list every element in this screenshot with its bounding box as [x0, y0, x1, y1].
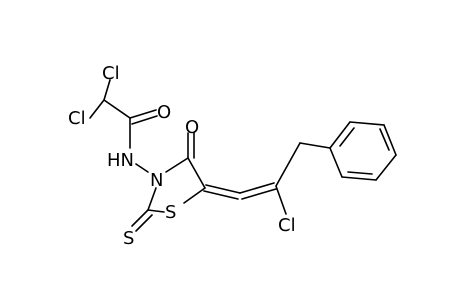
- bond-c2-n: [147, 187, 157, 211]
- bond-c5-ca-2: [203, 190, 239, 200]
- bond-ph-1: [329, 147, 343, 178]
- bond-c4-c5: [187, 157, 206, 189]
- allene-chain: [203, 142, 331, 215]
- bond-ph-3: [375, 154, 397, 181]
- bond-ph-2: [341, 176, 377, 181]
- bond-ca-cb-2: [241, 188, 277, 200]
- bond-n-c4: [165, 157, 189, 173]
- thiazolidinone-ring: [131, 132, 206, 232]
- bond-s1-c2: [147, 209, 165, 213]
- bond-ph-inner-1: [347, 171, 373, 175]
- bond-ca-cb-1: [239, 182, 275, 194]
- atom-label-cl-top: Cl: [102, 63, 120, 84]
- atom-label-n-ring: N: [150, 170, 163, 191]
- phenyl-ring: [329, 121, 397, 181]
- bond-c5-ca-1: [205, 184, 241, 194]
- atom-label-oxygen-ring: O: [185, 117, 199, 138]
- atom-label-sulfur-thione: S: [123, 228, 134, 249]
- bond-cb-ch2: [275, 142, 301, 187]
- bond-ph-inner-3: [339, 127, 355, 147]
- bond-cb-cl: [275, 185, 287, 215]
- bond-ch2-ph: [299, 142, 331, 149]
- bond-ph-5: [349, 121, 385, 126]
- bond-cl-top: [103, 79, 111, 101]
- dichloroacetyl-group: [89, 79, 158, 173]
- atom-label-cl-left: Cl: [68, 108, 86, 129]
- bond-ph-4: [383, 124, 397, 156]
- bond-c2-s-thione-1: [131, 209, 149, 227]
- bond-ph-inner-2: [379, 128, 390, 151]
- bond-chcl2-carbonyl: [103, 99, 131, 119]
- bond-ph-6: [329, 121, 351, 149]
- bond-c5-s1: [183, 187, 206, 204]
- bond-c2-s-thione-2: [135, 214, 153, 232]
- atom-label-nh: HN: [107, 150, 134, 171]
- bond-nh-nring: [135, 163, 149, 173]
- atom-label-sulfur-ring: S: [165, 202, 176, 223]
- atom-label-oxygen-amide: O: [157, 102, 171, 123]
- bond-carbonyl-o-2: [131, 115, 158, 125]
- bond-cl-left: [89, 99, 105, 119]
- atom-label-cl-allene: Cl: [278, 215, 296, 236]
- bond-carbonyl-o-1: [129, 109, 157, 119]
